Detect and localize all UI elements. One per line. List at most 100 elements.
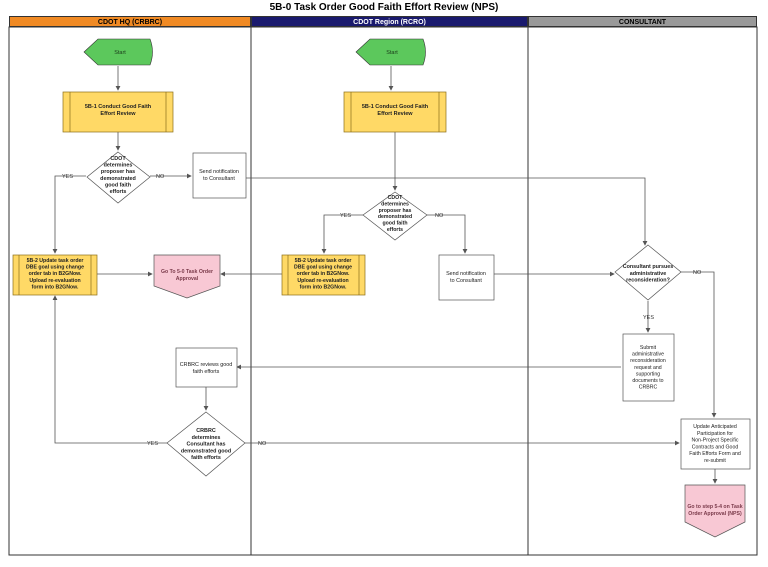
review-hq-line: Effort Review xyxy=(100,111,136,117)
update-region-line: form into B2GNow. xyxy=(300,284,347,290)
review-hq-line: 5B-1 Conduct Good Faith xyxy=(85,104,152,110)
edge-decision-region-no xyxy=(427,214,468,254)
label-no-consultant: NO xyxy=(693,270,702,276)
update-participation-line: Contracts and Good xyxy=(692,444,739,450)
page-title: 5B-0 Task Order Good Faith Effort Review… xyxy=(269,2,499,13)
label-yes-crbrc: YES xyxy=(147,441,158,447)
crbrc-decision-line: demonstrated good xyxy=(181,448,231,454)
update-region-line: order tab in B2GNow. xyxy=(297,271,350,277)
edge-crbrc-yes xyxy=(52,295,167,444)
submit-recon-line: administrative xyxy=(632,352,664,358)
goto-step-line: Go to step 5-4 on Task xyxy=(687,504,742,510)
decision-region xyxy=(362,191,428,241)
decision-hq-line: determines xyxy=(104,163,133,169)
goto-approval xyxy=(153,254,221,299)
edge-decision-region-yes xyxy=(321,214,363,254)
consultant-decision-line: administrative xyxy=(630,271,667,277)
consultant-decision-line: reconsideration? xyxy=(626,278,670,284)
update-region-line: Upload re-evaluation xyxy=(297,278,348,284)
notify-region-line: Send notification xyxy=(446,271,486,277)
submit-recon-line: reconsideration xyxy=(630,358,666,364)
update-participation-line: Faith Efforts Form and xyxy=(689,451,741,457)
goto-step xyxy=(684,484,746,538)
decision-region-line: CDOT xyxy=(388,195,404,201)
update-hq-line: 5B-2 Update task order xyxy=(27,258,84,264)
update-participation-line: re-submit xyxy=(704,458,726,464)
decision-crbrc xyxy=(166,411,246,477)
label-no-region: NO xyxy=(435,213,444,219)
submit-recon-line: CRBRC xyxy=(639,385,658,391)
label-no-hq: NO xyxy=(156,174,165,180)
notify-region-line: to Consultant xyxy=(450,278,482,284)
label-yes-consultant: YES xyxy=(643,315,654,321)
notify-hq-line: Send notification xyxy=(199,169,239,175)
submit-recon-line: documents to xyxy=(632,378,663,384)
update-region-line: DBE goal using change xyxy=(294,265,352,271)
edge-notify-hq-to-consultant xyxy=(246,177,648,246)
update-participation-line: Non-Project Specific xyxy=(692,438,739,444)
decision-region-line: good faith xyxy=(382,221,407,227)
update-participation-box xyxy=(680,418,751,470)
submit-recon-line: Submit xyxy=(640,345,657,351)
decision-hq xyxy=(86,151,151,204)
goto-approval-line: Approval xyxy=(176,276,199,282)
goto-approval-line: Go To 5-0 Task Order xyxy=(161,269,213,275)
start-hq xyxy=(83,38,153,66)
crbrc-decision-line: CRBRC xyxy=(196,428,216,434)
label-yes-region: YES xyxy=(340,213,351,219)
update-participation-line: Update Anticipated xyxy=(693,424,737,430)
label-no-crbrc: NO xyxy=(258,441,267,447)
crbrc-reviews-line: faith efforts xyxy=(193,369,220,375)
decision-region-line: efforts xyxy=(387,227,403,233)
goto-step-line: Order Approval (NPS) xyxy=(688,511,742,517)
submit-recon-line: request and xyxy=(634,365,662,371)
review-hq-box xyxy=(62,91,174,133)
update-hq-line: DBE goal using change xyxy=(26,265,84,271)
notify-region-box xyxy=(438,254,495,301)
edge-consultant-no xyxy=(681,271,717,418)
review-region-line: 5B-1 Conduct Good Faith xyxy=(362,104,429,110)
update-hq-box xyxy=(12,254,98,296)
decision-hq-line: good faith xyxy=(105,182,131,188)
edge-decision-hq-yes xyxy=(52,175,86,254)
submit-recon-box xyxy=(622,333,675,402)
review-region-box xyxy=(343,91,447,133)
update-hq-line: order tab in B2GNow. xyxy=(29,271,82,277)
review-region-line: Effort Review xyxy=(377,111,413,117)
crbrc-decision-line: determines xyxy=(192,435,221,441)
decision-hq-line: demonstrated xyxy=(100,176,136,182)
submit-recon-line: supporting xyxy=(636,371,660,377)
decision-hq-line: CDOT xyxy=(110,156,126,162)
lane-consultant xyxy=(527,26,758,556)
update-region-line: 5B-2 Update task order xyxy=(295,258,352,264)
decision-region-line: demonstrated xyxy=(378,214,412,220)
update-hq-line: form into B2GNow. xyxy=(32,284,79,290)
notify-hq-box xyxy=(192,152,247,199)
decision-region-line: proposer has xyxy=(379,208,412,214)
label-yes-hq: YES xyxy=(62,174,73,180)
decision-hq-line: efforts xyxy=(110,189,127,195)
update-participation-line: Participation for xyxy=(697,431,733,437)
notify-hq-line: to Consultant xyxy=(203,176,235,182)
crbrc-decision-line: faith efforts xyxy=(191,455,221,461)
crbrc-reviews-line: CRBRC reviews good xyxy=(180,362,232,368)
start-hq-label: Start xyxy=(114,50,126,56)
decision-hq-line: proposer has xyxy=(101,169,135,175)
crbrc-reviews-box xyxy=(175,347,238,388)
decision-consultant xyxy=(614,244,682,301)
